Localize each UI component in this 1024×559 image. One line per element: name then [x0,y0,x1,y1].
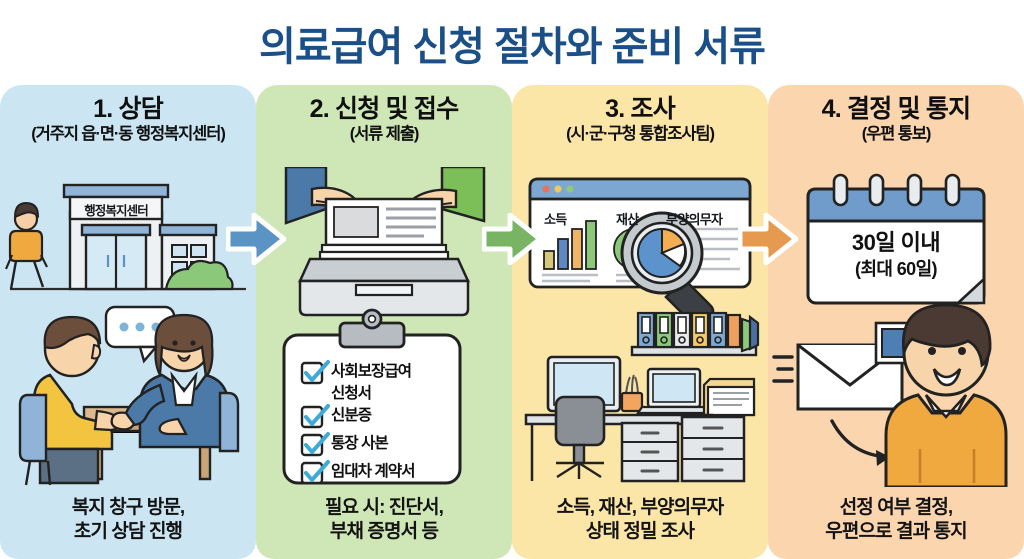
process-steps-container: 1. 상담 (거주지 읍·면·동 행정복지센터) [0,85,1024,559]
dashboard-label-supporter: 부양의무자 [666,212,723,227]
walking-person-icon [4,201,48,290]
step-4-title: 4. 결정 및 통지 [821,95,972,123]
flow-arrow-2-to-3 [481,212,543,266]
step-3-caption-line-2: 상태 정밀 조사 [585,521,695,543]
step-panel-3-investigation[interactable]: 3. 조사 (시·군·구청 통합조사팀) [512,85,768,559]
counselor-person-icon [110,313,230,449]
citizen-person-icon [32,315,121,485]
checklist-item-1-line-1: 사회보장급여 [331,363,412,380]
page-title: 의료급여 신청 절차와 준비 서류 [259,25,766,69]
step-4-illustration: 30일 이내 (최대 60일) [768,167,1024,489]
chair-icon [18,393,52,486]
step-2-illustration: 사회보장급여 신청서 신분증 통장 사본 임대차 계약서 [256,165,512,487]
checklist-clipboard-icon [282,308,462,485]
step-4-caption-line-1: 선정 여부 결정, [839,496,954,518]
step-4-caption-line-2: 우편으로 결과 통지 [825,521,967,543]
chair-icon [218,391,240,453]
checklist-item-3-label: 통장 사본 [331,435,389,452]
step-1-title: 1. 상담 [93,95,164,123]
step-2-subtitle: (서류 제출) [349,125,420,143]
building-sign-label: 행정복지센터 [84,204,149,218]
dashboard-label-income: 소득 [544,212,567,227]
step-4-header: 4. 결정 및 통지 (우편 통보) [768,85,1024,143]
step-1-illustration: 행정복지센터 [0,167,256,487]
calendar-duration-primary: 30일 이내 [851,230,941,255]
delivery-arrow-icon [830,419,890,466]
step-3-caption-line-1: 소득, 재산, 부양의무자 [556,496,725,518]
step-2-caption-line-1: 필요 시: 진단서, [324,496,444,518]
step-3-header: 3. 조사 (시·군·구청 통합조사팀) [512,85,768,143]
step-3-illustration: 소득 재산 부양의무자 [512,167,768,487]
calendar-icon [806,173,986,305]
step-2-title: 2. 신청 및 접수 [309,95,460,123]
step-1-caption-line-2: 초기 상담 진행 [73,521,183,543]
calendar-duration-max: (최대 60일) [855,259,937,279]
mail-envelope-icon [772,321,918,411]
step-1-caption: 복지 창구 방문, 초기 상담 진행 [0,496,256,545]
dashboard-label-assets: 재산 [616,212,639,227]
step-2-header: 2. 신청 및 접수 (서류 제출) [256,85,512,143]
checklist-item-1-line-2: 신청서 [331,385,372,402]
step-3-subtitle: (시·군·구청 통합조사팀) [566,125,715,143]
step-2-caption: 필요 시: 진단서, 부채 증명서 등 [256,496,512,545]
step-1-subtitle: (거주지 읍·면·동 행정복지센터) [31,125,226,143]
welfare-center-building-icon [62,183,234,291]
flow-arrow-3-to-4 [737,212,799,266]
step-3-caption: 소득, 재산, 부양의무자 상태 정밀 조사 [512,496,768,545]
step-3-title: 3. 조사 [605,95,676,123]
step-4-caption: 선정 여부 결정, 우편으로 결과 통지 [768,496,1024,545]
step-panel-2-application[interactable]: 2. 신청 및 접수 (서류 제출) [256,85,512,559]
flow-arrow-1-to-2 [225,212,287,266]
step-1-caption-line-1: 복지 창구 방문, [71,496,186,518]
document-submission-icon [284,165,486,317]
step-panel-4-decision[interactable]: 4. 결정 및 통지 (우편 통보) [768,85,1024,559]
step-2-caption-line-2: 부채 증명서 등 [329,521,439,543]
step-4-subtitle: (우편 통보) [861,125,932,143]
step-1-header: 1. 상담 (거주지 읍·면·동 행정복지센터) [0,85,256,143]
magnifying-glass-icon [620,211,715,328]
recipient-person-icon [884,303,1008,489]
checklist-item-2-label: 신분증 [331,407,372,424]
office-desk-scene-icon [524,311,760,483]
step-panel-1-consultation[interactable]: 1. 상담 (거주지 읍·면·동 행정복지센터) [0,85,256,559]
checklist-item-4-label: 임대차 계약서 [331,463,415,480]
